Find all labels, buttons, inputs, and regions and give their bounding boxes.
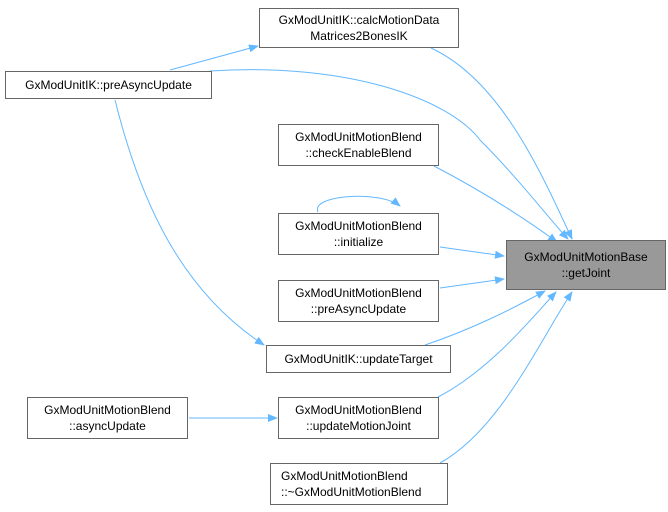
edge-blendpre-getjoint bbox=[439, 276, 505, 289]
node-label: Matrices2BonesIK bbox=[310, 29, 408, 43]
node-destructor[interactable]: GxModUnitMotionBlend ::~GxModUnitMotionB… bbox=[270, 463, 448, 505]
node-label: GxModUnitMotionBase bbox=[524, 250, 648, 264]
node-update-target[interactable]: GxModUnitIK::updateTarget bbox=[266, 345, 451, 373]
edge-ikpre-updatetarget bbox=[114, 99, 265, 346]
node-label: GxModUnitIK::updateTarget bbox=[284, 352, 433, 366]
node-update-motion-joint[interactable]: GxModUnitMotionBlend ::updateMotionJoint bbox=[278, 397, 439, 439]
edge-dtor-getjoint bbox=[439, 291, 573, 464]
node-label: GxModUnitIK::calcMotionData bbox=[278, 13, 440, 27]
node-label: GxModUnitMotionBlend bbox=[281, 469, 408, 483]
node-label: GxModUnitIK::preAsyncUpdate bbox=[25, 78, 192, 92]
node-label: ::preAsyncUpdate bbox=[310, 302, 407, 316]
node-label: GxModUnitMotionBlend bbox=[295, 403, 422, 417]
node-label: ::initialize bbox=[333, 235, 384, 249]
node-label: ::updateMotionJoint bbox=[306, 419, 411, 433]
node-label: GxModUnitMotionBlend bbox=[44, 403, 171, 417]
node-initialize[interactable]: GxModUnitMotionBlend ::initialize bbox=[278, 213, 439, 255]
node-ik-pre-async-update[interactable]: GxModUnitIK::preAsyncUpdate bbox=[5, 71, 212, 99]
node-label: GxModUnitMotionBlend bbox=[295, 130, 422, 144]
edge-init-self bbox=[317, 195, 401, 213]
node-label: GxModUnitMotionBlend bbox=[295, 219, 422, 233]
node-calc-motion-data-matrices[interactable]: GxModUnitIK::calcMotionData Matrices2Bon… bbox=[259, 8, 459, 48]
edge-updatetarget-getjoint bbox=[424, 290, 546, 346]
node-label: ::asyncUpdate bbox=[69, 419, 146, 433]
node-label: ::checkEnableBlend bbox=[305, 146, 412, 160]
node-get-joint-current: GxModUnitMotionBase ::getJoint bbox=[506, 240, 666, 290]
node-label: ::~GxModUnitMotionBlend bbox=[281, 485, 422, 499]
node-blend-pre-async-update[interactable]: GxModUnitMotionBlend ::preAsyncUpdate bbox=[278, 280, 439, 322]
node-async-update[interactable]: GxModUnitMotionBlend ::asyncUpdate bbox=[27, 397, 188, 439]
edge-init-getjoint bbox=[439, 246, 505, 259]
node-label: GxModUnitMotionBlend bbox=[295, 286, 422, 300]
edge-ikpre-calc bbox=[169, 44, 259, 71]
edge-ikpre-getjoint bbox=[209, 69, 569, 240]
node-check-enable-blend[interactable]: GxModUnitMotionBlend ::checkEnableBlend bbox=[278, 124, 439, 166]
node-label: ::getJoint bbox=[561, 266, 611, 280]
edge-updatejoint-getjoint bbox=[437, 291, 557, 398]
edge-calc-getjoint bbox=[430, 47, 573, 240]
edge-check-getjoint bbox=[433, 165, 558, 243]
